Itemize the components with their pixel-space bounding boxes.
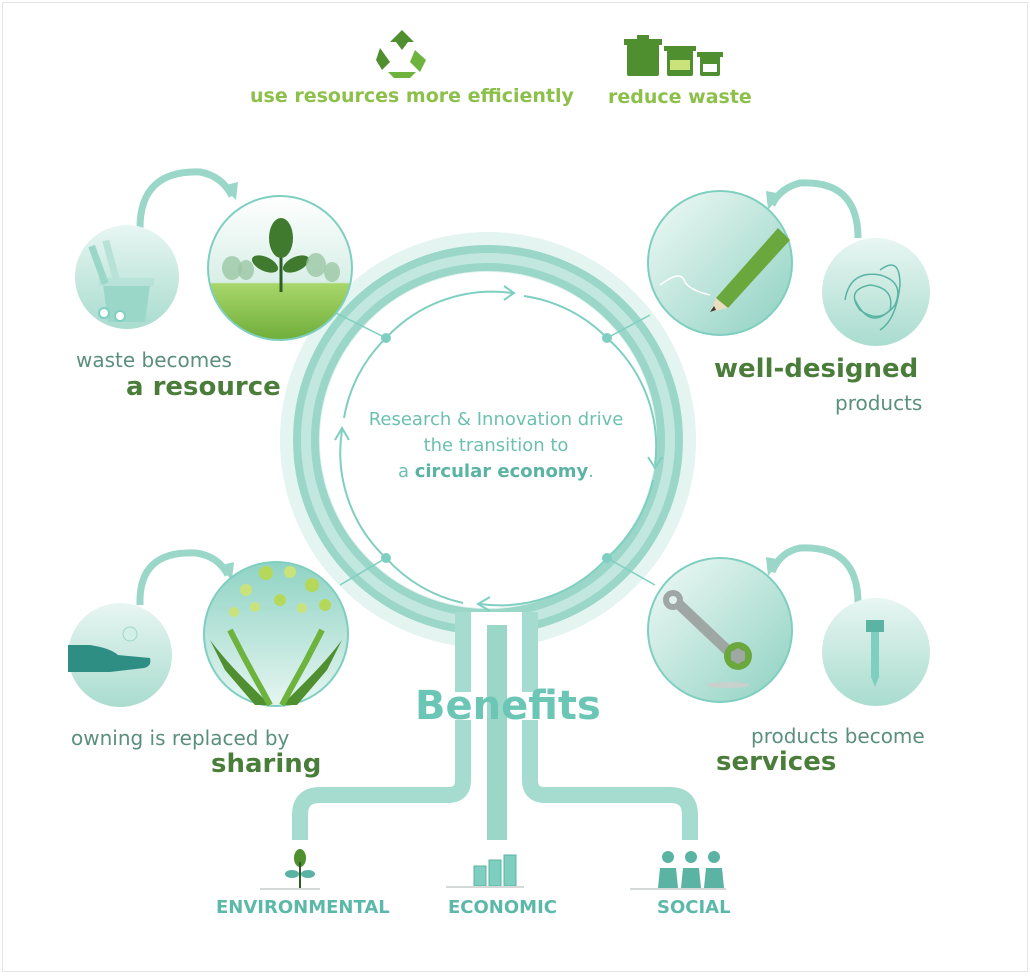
bolt-icon [866,620,884,687]
wrench-icon [663,590,752,688]
center-line-2: the transition to [423,435,569,456]
circular-economy-text: circular economy [414,461,589,482]
hand-circle [68,603,172,707]
hand-icon [68,626,151,672]
design-small-label: products [835,391,923,415]
bar-chart-icon [446,854,524,888]
social-label: SOCIAL [657,897,731,918]
reduce-waste-label: reduce waste [608,86,752,108]
center-text: Research & Innovation drive the transiti… [346,407,646,485]
bin-icon [88,239,154,322]
connector-lines [329,309,656,586]
efficiency-label: use resources more efficiently [250,85,574,107]
sharing-group [68,549,349,707]
bins-icon [624,35,723,76]
services-group [647,544,930,706]
sharing-small-label: owning is replaced by [71,726,290,750]
cycle-arrows [334,285,663,612]
benefit-pipes [292,612,698,840]
economic-label: ECONOMIC [448,897,557,918]
sprout-icon [260,849,320,890]
hands-circle [203,561,349,707]
center-line-1: Research & Innovation drive [368,409,624,430]
people-icon [630,851,726,890]
bin-circle [75,225,179,329]
recycle-icon [376,30,426,78]
center-line-3-suffix: . [588,461,595,482]
resource-group [75,168,353,341]
sharing-big-label: sharing [211,749,322,779]
center-line-3-prefix: a [397,461,415,482]
scribble-icon [844,264,901,331]
services-small-label: products become [751,724,925,748]
benefits-title: Benefits [415,683,601,729]
design-big-label: well-designed [714,354,919,384]
pencil-circle [647,190,793,336]
scribble-circle [822,238,930,346]
services-big-label: services [716,747,837,777]
center-line-3: a circular economy. [346,459,646,485]
resource-big-label: a resource [126,372,281,402]
design-group [647,179,930,346]
hands-icon [210,566,342,707]
plant-icon [222,218,340,292]
wrench-circle [647,557,793,703]
pencil-icon [659,228,790,312]
resource-small-label: waste becomes [76,348,232,372]
environmental-label: ENVIRONMENTAL [216,897,390,918]
